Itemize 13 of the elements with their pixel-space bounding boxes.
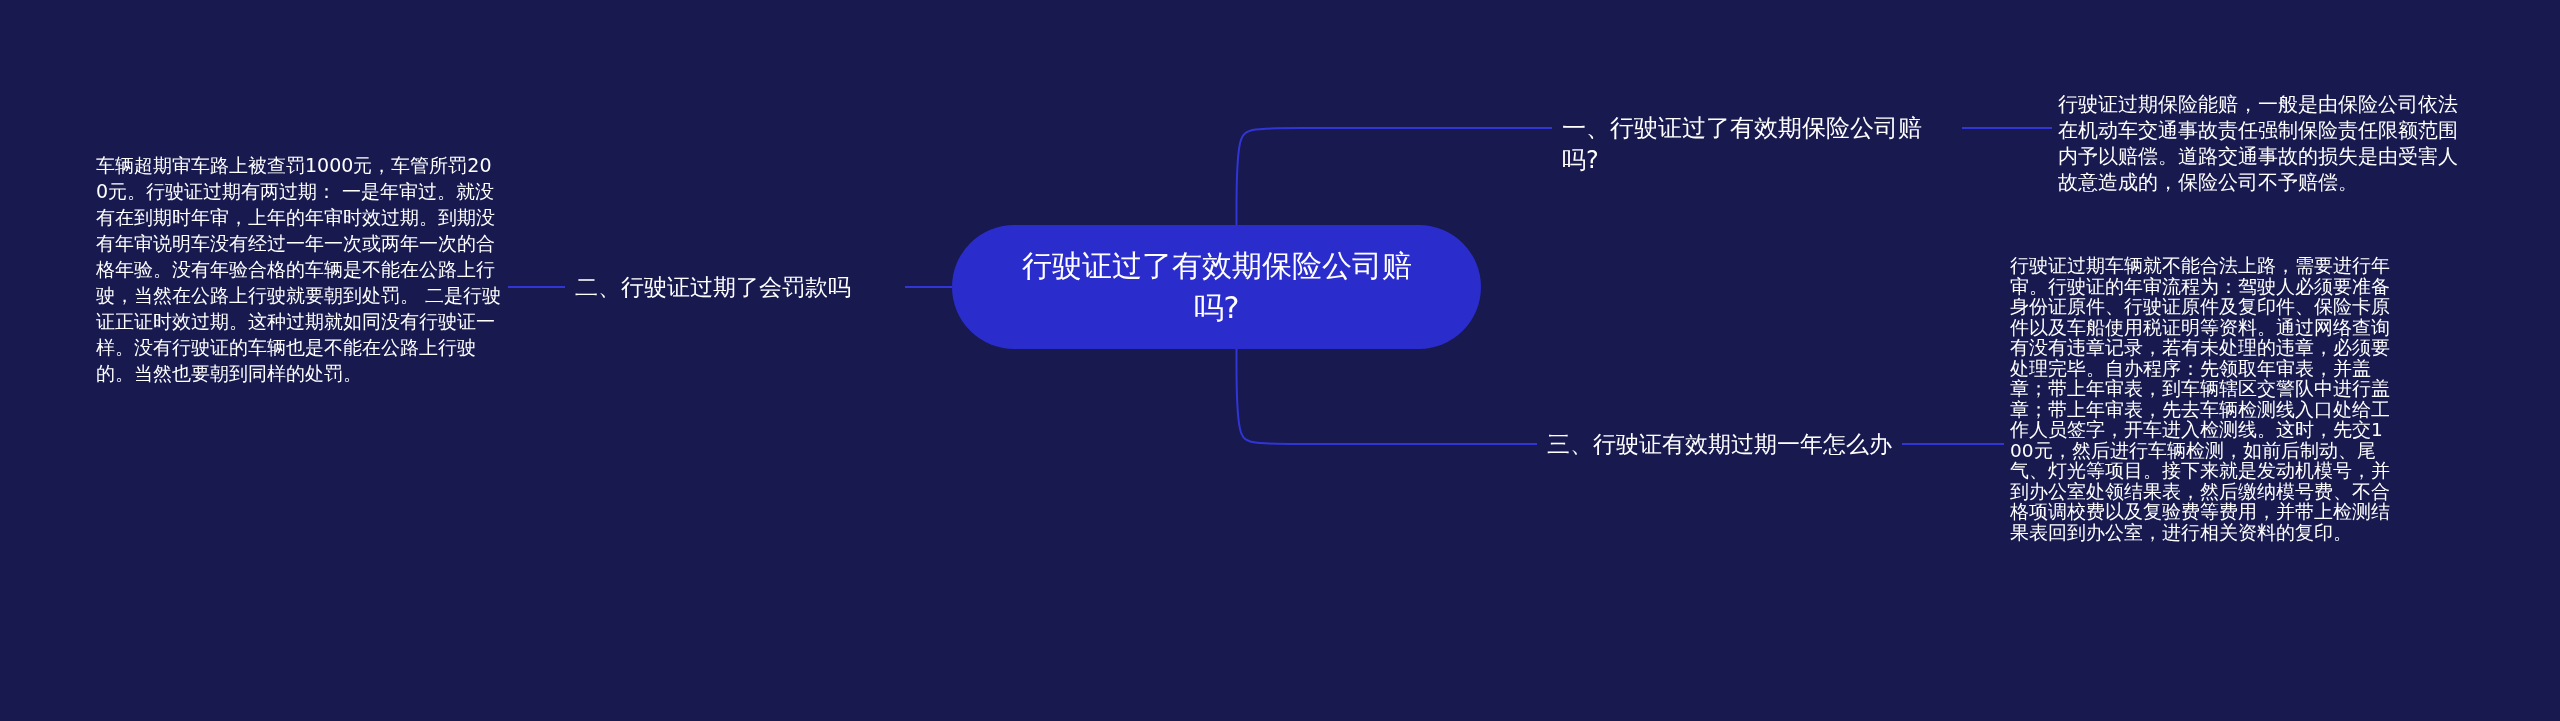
branch-topic: 一、行驶证过了有效期保险公司赔吗? bbox=[1552, 112, 1962, 176]
connector-line bbox=[904, 286, 953, 288]
detail-text: 行驶证过期车辆就不能合法上路，需要进行年审。行驶证的年审流程为：驾驶人必须要准备身份证原件、行驶证原件及复印件、保险卡原件以及车船使用税证明等资料。通过网络查询有没有违章记录，若有未处理的违章，必须要处理完毕。自办程序：先领取年审表，并盖章；带上年审表，到车辆辖区交警队中进行盖章；带上年审表，先去车辆检测线入口处给工作人员签字，开车进入检测线。这时，先交100元，然后进行车辆检测，如前后制动、尾气、灯光等项目。接下来就是发动机模号，并到办公室处领结果表，然后缴纳模号费、不合格项调校费以及复验费等费用，并带上检测结果表回到办公室，进行相关资料的复印。 bbox=[2004, 256, 2398, 543]
connector-line bbox=[1235, 348, 1538, 445]
detail-text: 行驶证过期保险能赔，一般是由保险公司依法在机动车交通事故责任强制保险责任限额范围内予以赔偿。道路交通事故的损失是由受害人故意造成的，保险公司不予赔偿。 bbox=[2052, 92, 2478, 196]
branch-topic: 二、行驶证过期了会罚款吗 bbox=[565, 271, 905, 303]
branch-topic: 三、行驶证有效期过期一年怎么办 bbox=[1537, 428, 1902, 460]
connector-line bbox=[507, 286, 566, 288]
connector-line bbox=[1235, 127, 1553, 226]
central-topic: 行驶证过了有效期保险公司赔吗? bbox=[952, 225, 1481, 349]
detail-text: 车辆超期审车路上被查罚1000元，车管所罚200元。行驶证过期有两过期： 一是年审过。就没有在到期时年审，上年的年审时效过期。到期没有年审说明车没有经过一年一次或两年一次的合格年验。没有年验合格的车辆是不能在公路上行驶，当然在公路上行驶就要朝到处罚。 二是行驶证正证时效过期。这种过期就如同没有行驶证一样。没有行驶证的车辆也是不能在公路上行驶的。当然也要朝到同样的处罚。 bbox=[90, 152, 508, 386]
connector-line bbox=[1901, 443, 2005, 445]
connector-line bbox=[1961, 127, 2053, 129]
